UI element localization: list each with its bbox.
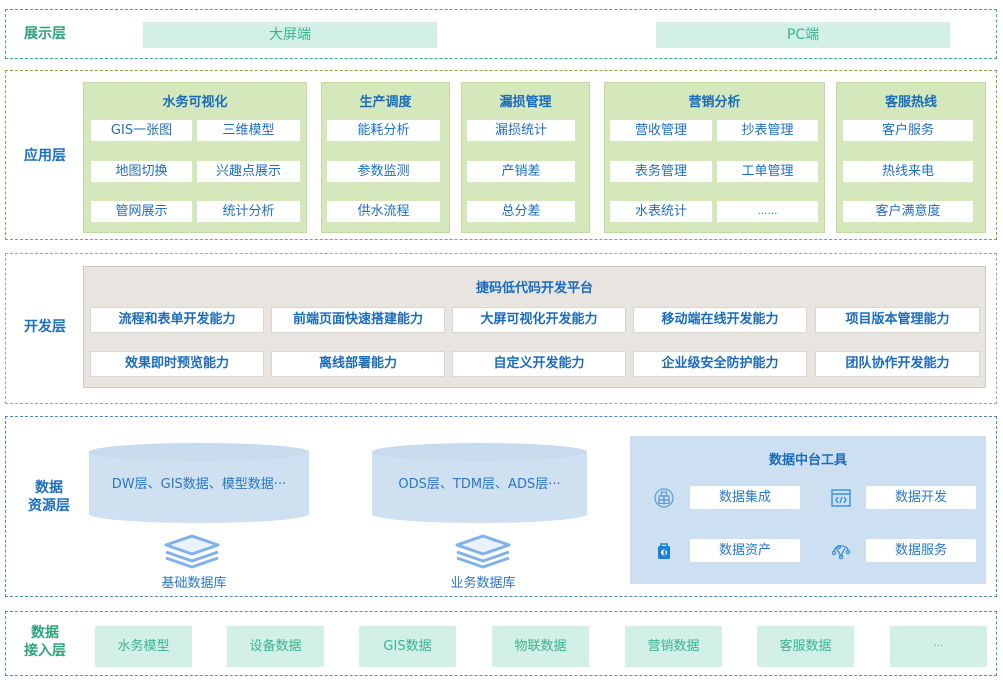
asset-bag-icon — [658, 543, 670, 559]
access-source[interactable]: 营销数据 — [625, 626, 722, 667]
tool-data-assets[interactable]: 数据资产 — [690, 539, 800, 562]
app-group-title: 水务可视化 — [162, 95, 228, 110]
dev-capability[interactable]: 流程和表单开发能力 — [90, 307, 264, 333]
app-group-title: 客服热线 — [884, 95, 937, 110]
app-group-production-dispatch: 生产调度 能耗分析 参数监测 供水流程 — [321, 82, 450, 233]
integration-icon — [654, 488, 674, 508]
app-item[interactable]: 产销差 — [467, 161, 575, 182]
cylinder-body — [372, 451, 587, 515]
layers-icon — [455, 534, 511, 569]
service-nodes-icon — [831, 544, 851, 560]
access-source[interactable]: GIS数据 — [359, 626, 456, 667]
database-cylinder-base[interactable]: DW层、GIS数据、模型数据··· — [89, 443, 309, 523]
cylinder-bottom — [372, 505, 587, 523]
app-item[interactable]: 工单管理 — [717, 161, 818, 182]
cylinder-body — [89, 451, 309, 515]
app-item[interactable]: 供水流程 — [327, 201, 440, 222]
database-contents: ODS层、TDM层、ADS层··· — [398, 477, 561, 492]
access-source-more[interactable]: ··· — [890, 626, 987, 667]
tools-title: 数据中台工具 — [768, 453, 847, 468]
app-item[interactable]: 表务管理 — [610, 161, 712, 182]
development-layer: 开发层 捷码低代码开发平台 流程和表单开发能力 前端页面快速搭建能力 大屏可视化… — [5, 253, 997, 404]
database-contents: DW层、GIS数据、模型数据··· — [111, 477, 287, 492]
label-line: 数据 — [31, 625, 59, 641]
dev-capability[interactable]: 效果即时预览能力 — [90, 351, 264, 377]
platform-title: 捷码低代码开发平台 — [475, 281, 593, 296]
database-name: 业务数据库 — [450, 576, 516, 591]
label-line: 资源层 — [28, 498, 70, 514]
data-resource-layer: 数据 资源层 DW层、GIS数据、模型数据··· 基础数据库 ODS层、TDM层… — [5, 416, 997, 597]
dev-capability[interactable]: 团队协作开发能力 — [815, 351, 980, 377]
app-item[interactable]: 客户服务 — [843, 120, 973, 141]
tool-data-development[interactable]: 数据开发 — [866, 486, 976, 509]
app-group-water-visualization: 水务可视化 GIS一张图 三维模型 地图切换 兴趣点展示 管网展示 统计分析 — [83, 82, 307, 233]
app-item[interactable]: 漏损统计 — [467, 120, 575, 141]
app-item[interactable]: 营收管理 — [610, 120, 712, 141]
label-line: 数据 — [35, 480, 63, 496]
cylinder-top — [372, 443, 587, 461]
display-item-big-screen[interactable]: 大屏端 — [143, 22, 437, 48]
access-source[interactable]: 物联数据 — [492, 626, 589, 667]
application-layer: 应用层 水务可视化 GIS一张图 三维模型 地图切换 兴趣点展示 管网展示 统计… — [5, 70, 997, 240]
app-group-leakage-management: 漏损管理 漏损统计 产销差 总分差 — [461, 82, 590, 233]
app-item[interactable]: 总分差 — [467, 201, 575, 222]
app-item[interactable]: 地图切换 — [91, 161, 192, 182]
app-item[interactable]: 水表统计 — [610, 201, 712, 222]
app-item-more[interactable]: …… — [717, 201, 818, 222]
app-item[interactable]: 热线来电 — [843, 161, 973, 182]
code-window-icon — [831, 489, 851, 507]
data-access-layer: 数据 接入层 水务模型 设备数据 GIS数据 物联数据 营销数据 客服数据 ··… — [5, 611, 997, 676]
display-layer: 展示层 大屏端 PC端 — [5, 9, 997, 59]
display-layer-label: 展示层 — [24, 26, 66, 42]
data-access-layer-label: 数据 接入层 — [24, 624, 66, 660]
app-item[interactable]: 兴趣点展示 — [197, 161, 300, 182]
dev-capability[interactable]: 项目版本管理能力 — [815, 307, 980, 333]
dev-capability[interactable]: 大屏可视化开发能力 — [452, 307, 626, 333]
app-group-marketing-analysis: 营销分析 营收管理 抄表管理 表务管理 工单管理 水表统计 …… — [604, 82, 825, 233]
access-source[interactable]: 客服数据 — [757, 626, 854, 667]
dev-capability[interactable]: 前端页面快速搭建能力 — [271, 307, 445, 333]
layers-icon — [164, 534, 220, 569]
app-group-title: 生产调度 — [359, 95, 412, 110]
app-item[interactable]: 能耗分析 — [327, 120, 440, 141]
app-group-customer-hotline: 客服热线 客户服务 热线来电 客户满意度 — [836, 82, 986, 233]
dev-capability[interactable]: 离线部署能力 — [271, 351, 445, 377]
cylinder-top — [89, 443, 309, 461]
development-layer-label: 开发层 — [24, 319, 66, 335]
tool-data-integration[interactable]: 数据集成 — [690, 486, 800, 509]
data-resource-layer-label: 数据 资源层 — [28, 479, 70, 515]
application-layer-label: 应用层 — [24, 148, 66, 164]
app-item[interactable]: 客户满意度 — [843, 201, 973, 222]
app-item[interactable]: 抄表管理 — [717, 120, 818, 141]
app-item[interactable]: 管网展示 — [91, 201, 192, 222]
app-group-title: 漏损管理 — [499, 95, 552, 110]
app-item[interactable]: 三维模型 — [197, 120, 300, 141]
dev-capability[interactable]: 企业级安全防护能力 — [633, 351, 807, 377]
data-platform-tools-panel: 数据中台工具 数据集成 数据开发 — [630, 436, 986, 584]
display-item-pc[interactable]: PC端 — [656, 22, 950, 48]
database-name: 基础数据库 — [161, 576, 227, 591]
access-source[interactable]: 设备数据 — [227, 626, 324, 667]
dev-capability[interactable]: 自定义开发能力 — [452, 351, 626, 377]
access-source[interactable]: 水务模型 — [95, 626, 192, 667]
app-item[interactable]: 参数监测 — [327, 161, 440, 182]
dev-capability[interactable]: 移动端在线开发能力 — [633, 307, 807, 333]
app-group-title: 营销分析 — [688, 95, 741, 110]
label-line: 接入层 — [24, 643, 66, 659]
app-item[interactable]: GIS一张图 — [91, 120, 192, 141]
cylinder-bottom — [89, 505, 309, 523]
app-item[interactable]: 统计分析 — [197, 201, 300, 222]
database-cylinder-business[interactable]: ODS层、TDM层、ADS层··· — [372, 443, 587, 523]
low-code-platform-panel: 捷码低代码开发平台 流程和表单开发能力 前端页面快速搭建能力 大屏可视化开发能力… — [83, 266, 986, 388]
tool-data-services[interactable]: 数据服务 — [866, 539, 976, 562]
